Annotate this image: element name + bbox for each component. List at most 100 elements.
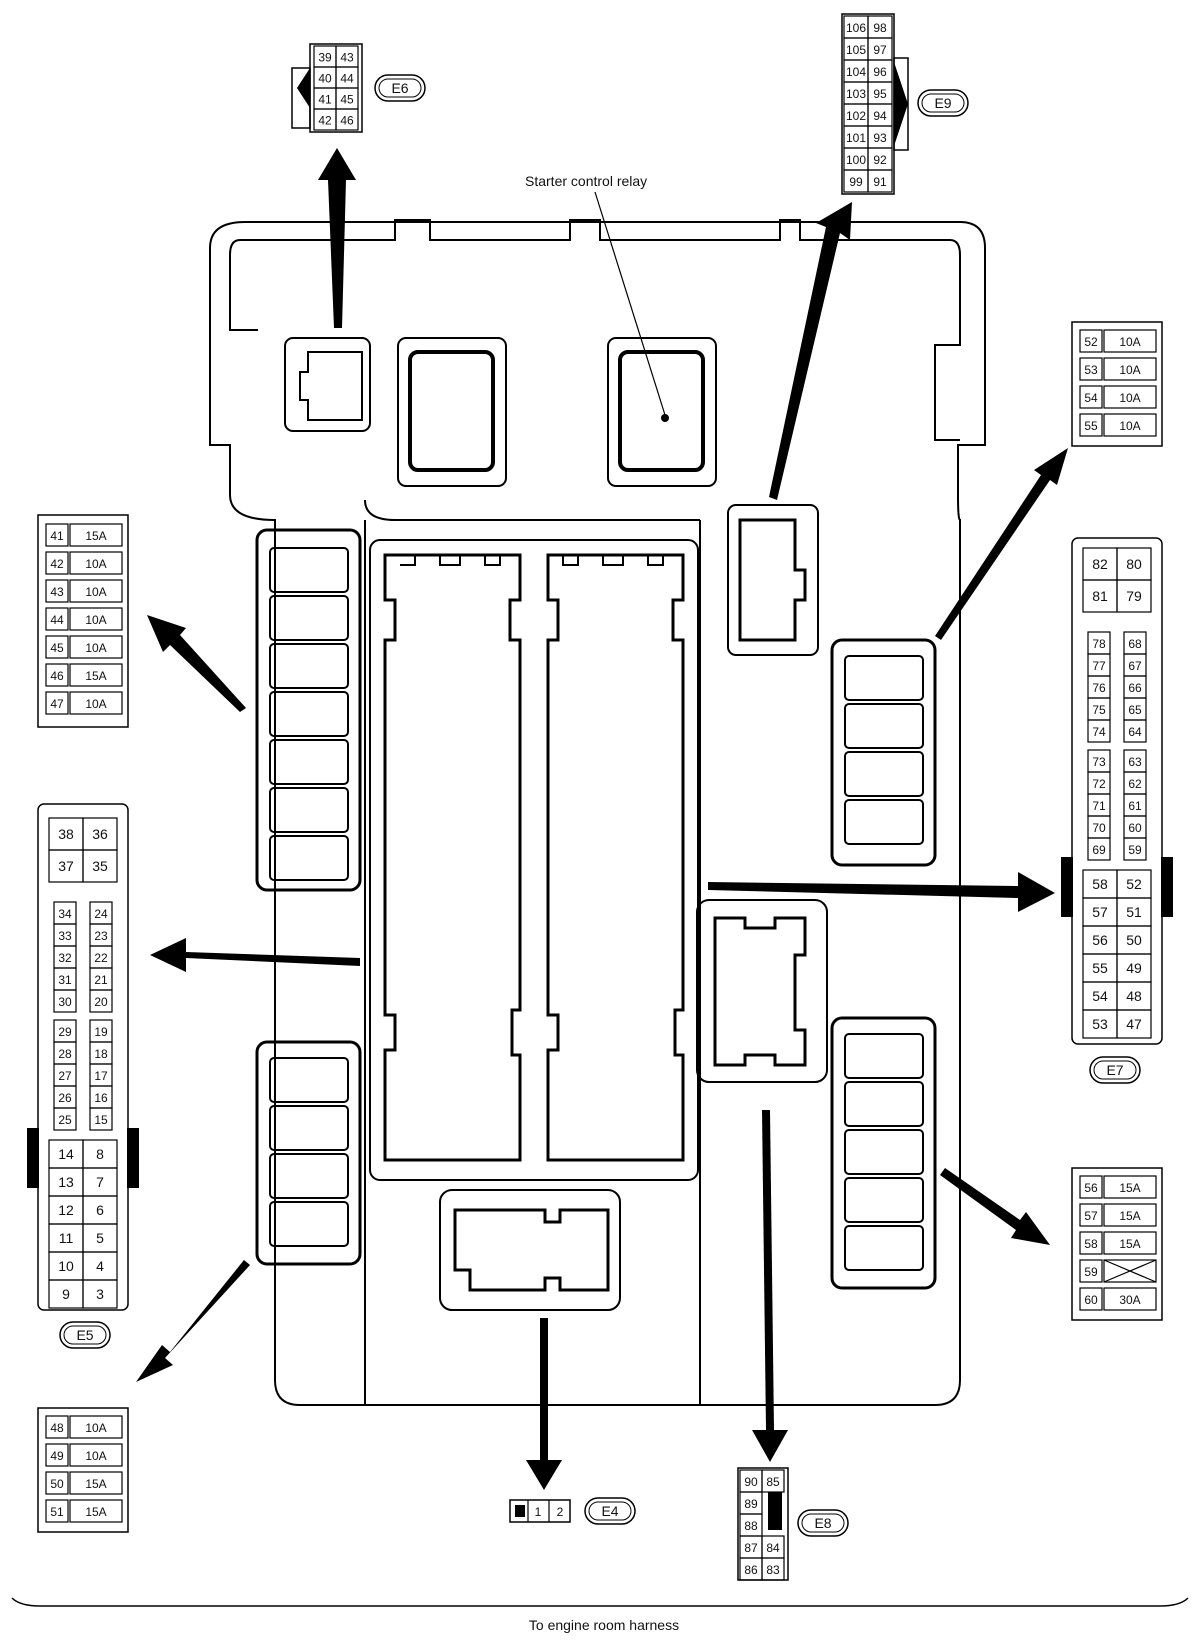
connector-e5-pin: 22 bbox=[94, 951, 108, 965]
fuse-rating: 10A bbox=[85, 1421, 106, 1435]
connector-e5-pin: 20 bbox=[94, 995, 108, 1009]
fuse-rating-cell bbox=[1103, 357, 1157, 381]
connector-e6-pin: 46 bbox=[340, 114, 354, 128]
fuse-number: 51 bbox=[50, 1505, 64, 1519]
connector-e7-cell bbox=[1123, 719, 1147, 743]
connector-e5-cell bbox=[53, 989, 77, 1013]
connector-e5-cell bbox=[82, 849, 118, 883]
connector-e9-pin: 100 bbox=[846, 153, 866, 167]
fuse-rating: 15A bbox=[1119, 1209, 1140, 1223]
connector-e8-pin: 90 bbox=[744, 1475, 758, 1489]
connector-e9-pin: 95 bbox=[873, 87, 887, 101]
fuse-number-cell bbox=[45, 579, 69, 603]
connector-e5-cell bbox=[53, 1107, 77, 1131]
connector-e7-pin: 64 bbox=[1128, 725, 1142, 739]
connector-e5-pin: 37 bbox=[58, 858, 74, 874]
connector-e7-pin: 58 bbox=[1092, 876, 1108, 892]
connector-e9-pin: 103 bbox=[846, 87, 866, 101]
connector-e6-pin: 40 bbox=[318, 72, 332, 86]
connector-e8-pin: 89 bbox=[744, 1497, 758, 1511]
fuse-rating-cell bbox=[69, 1415, 123, 1439]
connector-e9-key bbox=[894, 62, 908, 146]
connector-e5-pin: 26 bbox=[58, 1091, 72, 1105]
arrow-to-fuses-right-upper bbox=[935, 448, 1068, 640]
connector-e4-pin-2: 2 bbox=[557, 1505, 564, 1519]
fuse-slots-right-lower bbox=[830, 1016, 937, 1290]
connector-e7-pin: 78 bbox=[1092, 637, 1106, 651]
connector-e5-pin: 31 bbox=[58, 973, 72, 987]
connector-e7-pin: 52 bbox=[1126, 876, 1142, 892]
connector-e6-pin: 42 bbox=[318, 114, 332, 128]
connector-e7-pin: 48 bbox=[1126, 988, 1142, 1004]
connector-e7-pin: 62 bbox=[1128, 777, 1142, 791]
connector-e5-pin: 17 bbox=[94, 1069, 108, 1083]
connector-e8-pin: 87 bbox=[744, 1541, 758, 1555]
connector-e6-pin: 43 bbox=[340, 51, 354, 65]
starter-relay-leader bbox=[594, 191, 666, 416]
arrow-to-e4 bbox=[526, 1318, 562, 1490]
fuse-number: 56 bbox=[1084, 1181, 1098, 1195]
connector-e7-tag: E7 bbox=[1106, 1062, 1123, 1078]
fuse-rating-cell bbox=[69, 1499, 123, 1523]
connector-e7-pin: 66 bbox=[1128, 681, 1142, 695]
connector-e5-pin: 36 bbox=[92, 826, 108, 842]
fuse-number: 59 bbox=[1084, 1265, 1098, 1279]
fuse-number: 53 bbox=[1084, 363, 1098, 377]
connector-e9-pin: 104 bbox=[846, 65, 866, 79]
connector-e9-pin: 94 bbox=[873, 109, 887, 123]
fuse-number-cell bbox=[45, 1471, 69, 1495]
connector-e4-tag: E4 bbox=[601, 1503, 618, 1519]
connector-e8-tag: E8 bbox=[814, 1515, 831, 1531]
fuse-rating: 10A bbox=[85, 1449, 106, 1463]
connector-e5-pin: 3 bbox=[96, 1286, 104, 1302]
fuse-rating-cell bbox=[69, 523, 123, 547]
connector-e5-pin: 9 bbox=[62, 1286, 70, 1302]
fuse-rating-cell bbox=[69, 1471, 123, 1495]
connector-e9-cell bbox=[867, 169, 893, 193]
fuse-rating-cell bbox=[1103, 413, 1157, 437]
connector-e9-pin: 106 bbox=[846, 21, 866, 35]
connector-e5-pin: 13 bbox=[58, 1174, 74, 1190]
connector-e7-pin: 79 bbox=[1126, 588, 1142, 604]
central-connector-block bbox=[369, 539, 699, 1181]
connector-e5-pin: 19 bbox=[94, 1025, 108, 1039]
connector-e5-pin: 33 bbox=[58, 929, 72, 943]
arrow-to-e8 bbox=[752, 1110, 788, 1462]
connector-e7-pin: 56 bbox=[1092, 932, 1108, 948]
fuse-number: 55 bbox=[1084, 419, 1098, 433]
connector-e5-pin: 35 bbox=[92, 858, 108, 874]
connector-e5-pin: 32 bbox=[58, 951, 72, 965]
fuse-empty-cross bbox=[1103, 1259, 1157, 1283]
connector-e7-cell bbox=[1123, 837, 1147, 861]
connector-e5-cell bbox=[89, 1107, 113, 1131]
connector-e8-pin: 84 bbox=[766, 1541, 780, 1555]
connector-e9-pin: 98 bbox=[873, 21, 887, 35]
connector-e5-pin: 23 bbox=[94, 929, 108, 943]
fuse-number-cell bbox=[45, 523, 69, 547]
connector-e7-cell bbox=[1116, 1009, 1152, 1039]
fuse-slots-right-upper bbox=[830, 638, 937, 867]
fuse-number: 45 bbox=[50, 641, 64, 655]
connector-e6-tag: E6 bbox=[391, 80, 408, 96]
fuse-rating-cell bbox=[69, 551, 123, 575]
fuse-slots-left-upper bbox=[255, 528, 362, 892]
connector-e7-pin: 68 bbox=[1128, 637, 1142, 651]
fuse-rating-cell bbox=[69, 579, 123, 603]
connector-e5-tag: E5 bbox=[76, 1327, 93, 1343]
fuse-rating-cell bbox=[1103, 1175, 1157, 1199]
connector-e8-pin: 86 bbox=[744, 1563, 758, 1577]
fuse-number-cell bbox=[1079, 1231, 1103, 1255]
connector-e6-key bbox=[297, 68, 310, 108]
starter-relay-label: Starter control relay bbox=[525, 173, 647, 189]
fuse-number: 43 bbox=[50, 585, 64, 599]
connector-e7-pin: 82 bbox=[1092, 556, 1108, 572]
connector-e5-pin: 11 bbox=[59, 1230, 74, 1246]
fuse-number: 57 bbox=[1084, 1209, 1098, 1223]
fuse-rating-cell bbox=[69, 607, 123, 631]
connector-e9-pin: 99 bbox=[849, 175, 863, 189]
fuse-rating: 15A bbox=[1119, 1181, 1140, 1195]
fuse-number: 41 bbox=[50, 529, 64, 543]
fuse-number-cell bbox=[1079, 1175, 1103, 1199]
